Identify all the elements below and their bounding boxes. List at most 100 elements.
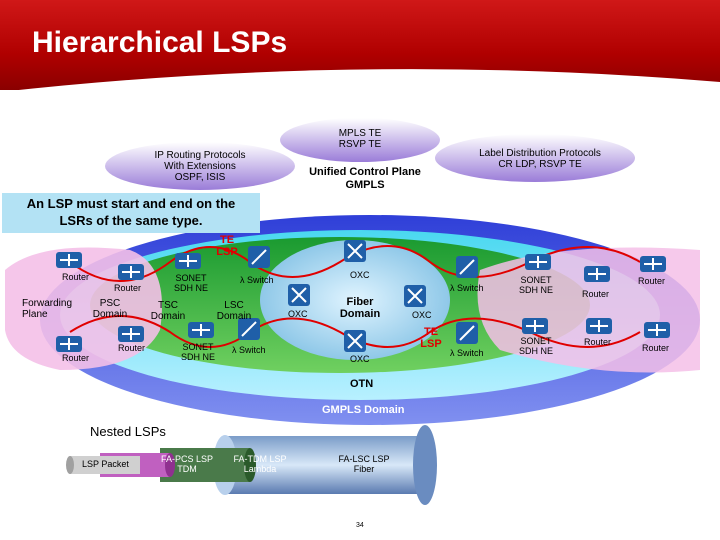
oxc-label: OXC bbox=[288, 309, 308, 319]
lambda-switch-icon bbox=[456, 322, 478, 344]
fa-lsc-line2: Fiber bbox=[353, 464, 375, 474]
router-label: Router bbox=[62, 353, 90, 363]
nested-lsp-graphic bbox=[66, 425, 437, 505]
oxc-icon bbox=[344, 330, 366, 352]
mpls-te-pill bbox=[280, 118, 440, 162]
fa-tdm-line2: Lambda bbox=[243, 464, 277, 474]
fiber-domain-ellipse bbox=[260, 240, 450, 360]
nested-lsps-title: Nested LSPs bbox=[90, 424, 166, 439]
ip-routing-label: IP Routing Protocols With Extensions OSP… bbox=[140, 150, 260, 183]
note-line1: An LSP must start and end on the bbox=[26, 196, 236, 211]
sonet-sdh-label: SONET SDH NE bbox=[176, 342, 220, 362]
tsc-line2: Domain bbox=[150, 311, 186, 322]
mpls-te-label: MPLS TE RSVP TE bbox=[320, 128, 400, 150]
router-label: Router bbox=[114, 283, 142, 293]
unified-line2: GMPLS bbox=[345, 179, 385, 191]
router-label: Router bbox=[118, 343, 146, 353]
fiber-line2: Domain bbox=[339, 308, 381, 320]
forwarding-plane-label: Forwarding Plane bbox=[22, 298, 72, 320]
lsp-rule-note: An LSP must start and end on the LSRs of… bbox=[2, 193, 260, 233]
psc-domain-label: PSC Domain bbox=[90, 298, 130, 320]
fa-pcs-label: FA-PCS LSP TDM bbox=[156, 454, 218, 474]
sonet-text: SONET bbox=[520, 275, 552, 285]
ip-routing-line2: With Extensions bbox=[164, 161, 236, 172]
router-label: Router bbox=[642, 343, 670, 353]
ldp-line2: CR LDP, RSVP TE bbox=[498, 159, 582, 170]
sonet-icon bbox=[522, 318, 548, 334]
fa-pcs-line1: FA-PCS LSP bbox=[160, 454, 214, 464]
fa-pcs-line2: TDM bbox=[177, 464, 197, 474]
oxc-icon bbox=[344, 240, 366, 262]
lambda-switch-icon bbox=[456, 256, 478, 278]
router-label: Router bbox=[582, 289, 610, 299]
gmpls-domain-label: GMPLS Domain bbox=[322, 404, 405, 416]
te-lsp-top-line1: TE bbox=[219, 234, 235, 246]
router-icon bbox=[644, 322, 670, 338]
te-lsp-top-line2: LSP bbox=[216, 246, 238, 258]
sdh-ne-text: SDH NE bbox=[173, 283, 208, 293]
router-icon bbox=[584, 266, 610, 282]
ldp-line1: Label Distribution Protocols bbox=[479, 148, 601, 159]
oxc-label: OXC bbox=[412, 310, 432, 320]
sonet-text: SONET bbox=[520, 336, 552, 346]
rsvp-te-text: RSVP TE bbox=[338, 139, 382, 150]
oxc-label: OXC bbox=[350, 354, 370, 364]
mpls-te-text: MPLS TE bbox=[338, 128, 382, 139]
forwarding-plane-line1: Forwarding bbox=[22, 298, 73, 309]
page-number: 34 bbox=[356, 522, 364, 529]
router-label: Router bbox=[638, 276, 666, 286]
fa-lsc-line1: FA-LSC LSP bbox=[338, 454, 390, 464]
sdh-ne-text: SDH NE bbox=[180, 352, 215, 362]
fiber-cable-end bbox=[413, 425, 437, 505]
header-curve bbox=[0, 69, 720, 102]
fa-tdm-line1: FA-TDM LSP bbox=[233, 454, 287, 464]
lsc-line1: LSC bbox=[224, 300, 244, 311]
right-region bbox=[477, 247, 700, 373]
ip-routing-pill bbox=[105, 142, 295, 190]
slide-title: Hierarchical LSPs bbox=[32, 26, 288, 59]
router-icon bbox=[640, 256, 666, 272]
te-lsp-top-label: TE LSP bbox=[212, 234, 242, 258]
tsc-domain-label: TSC Domain bbox=[148, 300, 188, 322]
lambda-switch-label: λ Switch bbox=[450, 348, 484, 358]
sonet-icon bbox=[175, 253, 201, 269]
lsp-packet-label: LSP Packet bbox=[82, 459, 129, 469]
ldp-label: Label Distribution Protocols CR LDP, RSV… bbox=[470, 148, 610, 170]
ip-routing-line1: IP Routing Protocols bbox=[154, 150, 246, 161]
sonet-sdh-label: SONET SDH NE bbox=[170, 273, 212, 293]
sdh-ne-text: SDH NE bbox=[518, 285, 553, 295]
ldp-pill bbox=[435, 134, 635, 182]
lambda-switch-label: λ Switch bbox=[232, 345, 266, 355]
psc-line2: Domain bbox=[92, 309, 128, 320]
packet-tube bbox=[70, 456, 140, 474]
sonet-sdh-label: SONET SDH NE bbox=[514, 275, 558, 295]
sonet-icon bbox=[188, 322, 214, 338]
lsc-line2: Domain bbox=[216, 311, 252, 322]
router-icon bbox=[118, 326, 144, 342]
ip-routing-line3: OSPF, ISIS bbox=[174, 172, 226, 183]
router-icon bbox=[56, 336, 82, 352]
oxc-icon bbox=[404, 285, 426, 307]
tsc-line1: TSC bbox=[158, 300, 178, 311]
router-icon bbox=[56, 252, 82, 268]
fa-lsc-label: FA-LSC LSP Fiber bbox=[326, 454, 402, 474]
unified-control-plane-label: Unified Control Plane GMPLS bbox=[300, 166, 430, 192]
router-icon bbox=[586, 318, 612, 334]
lambda-switch-label: λ Switch bbox=[240, 275, 274, 285]
sdh-ne-text: SDH NE bbox=[518, 346, 553, 356]
psc-line1: PSC bbox=[99, 298, 121, 309]
fa-tdm-label: FA-TDM LSP Lambda bbox=[226, 454, 294, 474]
te-lsp-right-line2: LSP bbox=[420, 338, 442, 350]
sonet-icon bbox=[525, 254, 551, 270]
unified-line1: Unified Control Plane bbox=[309, 166, 421, 178]
sonet-sdh-label: SONET SDH NE bbox=[514, 336, 558, 356]
router-label: Router bbox=[62, 272, 90, 282]
tdm-tube-end bbox=[165, 453, 175, 477]
lsc-domain-label: LSC Domain bbox=[212, 300, 256, 322]
fiber-domain-label: Fiber Domain bbox=[338, 296, 382, 320]
fiber-line1: Fiber bbox=[346, 296, 374, 308]
forwarding-plane-line2: Plane bbox=[22, 309, 48, 320]
sonet-text: SONET bbox=[175, 273, 207, 283]
otn-label: OTN bbox=[350, 378, 374, 390]
